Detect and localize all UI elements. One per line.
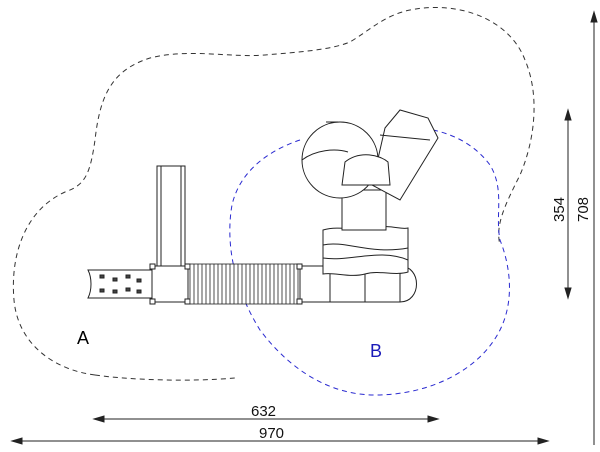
dim-vertical-inner: 354 bbox=[551, 197, 568, 222]
zone-a-outline bbox=[12, 6, 535, 376]
tower-panels bbox=[322, 226, 409, 276]
zone-a-label: A bbox=[77, 328, 89, 348]
horizontal-dimensions bbox=[10, 415, 550, 445]
climbing-panel bbox=[87, 269, 153, 299]
zone-a-outline-bottom bbox=[94, 374, 236, 381]
crawl-tunnel bbox=[189, 263, 301, 305]
dim-horizontal-outer: 970 bbox=[259, 425, 284, 442]
zone-b-label: B bbox=[370, 341, 382, 361]
straight-slide bbox=[156, 165, 186, 267]
dim-horizontal-inner: 632 bbox=[251, 403, 276, 420]
dim-vertical-outer: 708 bbox=[575, 197, 592, 222]
zone-b-outline bbox=[229, 127, 510, 396]
left-platform bbox=[149, 263, 191, 305]
vertical-dimensions bbox=[564, 10, 598, 445]
tube-slide bbox=[341, 109, 439, 201]
